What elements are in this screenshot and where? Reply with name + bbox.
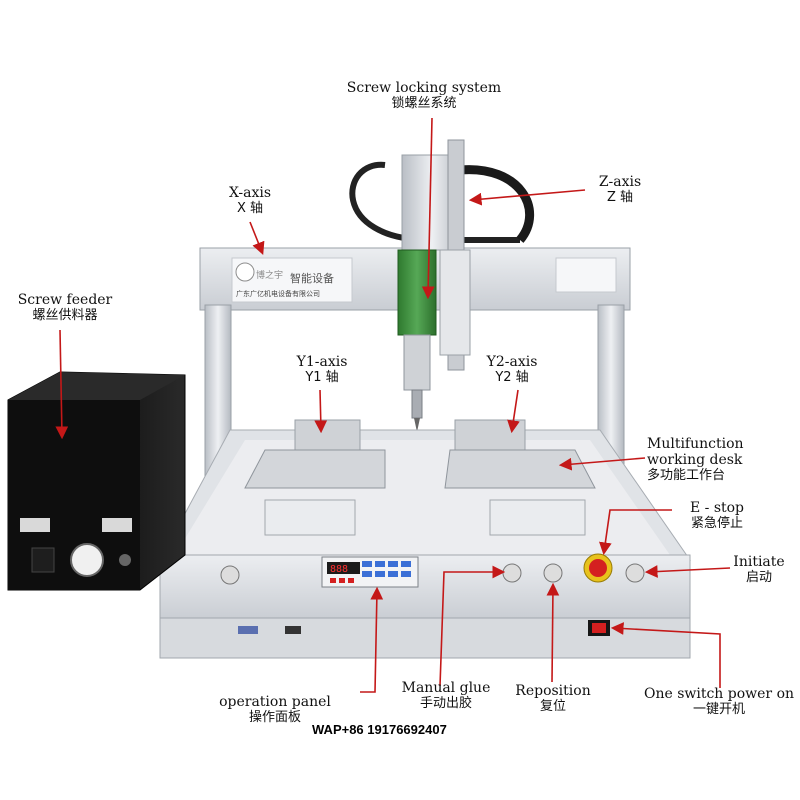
label-one-switch-zh: 一键开机 — [692, 702, 745, 717]
brand-name: 智能设备 — [290, 271, 334, 285]
label-e-stop-en: E - stop — [689, 500, 745, 516]
label-z-axis: Z-axis Z 轴 — [590, 174, 650, 206]
label-multifunction-en2: working desk — [647, 452, 743, 468]
label-z-axis-zh: Z 轴 — [606, 190, 634, 205]
label-y2-axis-en: Y2-axis — [486, 354, 538, 370]
label-screw-locking-zh: 锁螺丝系统 — [391, 96, 457, 111]
label-y1-axis-en: Y1-axis — [296, 354, 348, 370]
label-y2-axis: Y2-axis Y2 轴 — [472, 354, 552, 386]
z-axis-module — [397, 139, 471, 432]
label-y1-axis: Y1-axis Y1 轴 — [282, 354, 362, 386]
label-reposition-zh: 复位 — [539, 699, 566, 714]
label-screw-locking-en: Screw locking system — [346, 80, 502, 96]
label-screw-locking: Screw locking system 锁螺丝系统 — [344, 80, 504, 112]
svg-text:广东广亿机电设备有限公司: 广东广亿机电设备有限公司 — [236, 289, 320, 298]
label-manual-glue: Manual glue 手动出胶 — [398, 680, 494, 712]
brand-logo: 博之宇 智能设备 — [256, 269, 334, 285]
label-x-axis: X-axis X 轴 — [220, 185, 280, 217]
contact-number: WAP+86 19176692407 — [312, 722, 447, 737]
label-y2-axis-zh: Y2 轴 — [495, 370, 529, 385]
label-operation-panel-en: operation panel — [219, 694, 331, 710]
label-z-axis-en: Z-axis — [598, 174, 642, 190]
operation-panel: 888 — [321, 556, 419, 588]
display-readout: 888 — [330, 564, 348, 575]
brand-logo-text: 博之宇 — [256, 269, 283, 281]
label-multifunction-zh: 多功能工作台 — [647, 468, 726, 483]
label-screw-feeder: Screw feeder 螺丝供料器 — [10, 292, 120, 324]
label-manual-glue-en: Manual glue — [401, 680, 491, 696]
label-operation-panel: operation panel 操作面板 — [210, 694, 340, 726]
y2-work-plate — [444, 419, 596, 536]
label-screw-feeder-en: Screw feeder — [17, 292, 113, 308]
label-reposition: Reposition 复位 — [510, 683, 596, 715]
label-operation-panel-zh: 操作面板 — [248, 710, 301, 725]
machine-base — [159, 429, 691, 659]
screw-feeder-box — [7, 371, 186, 591]
label-y1-axis-zh: Y1 轴 — [305, 370, 339, 385]
label-multifunction: Multifunction working desk 多功能工作台 — [647, 436, 757, 484]
label-e-stop: E - stop 紧急停止 — [672, 500, 762, 532]
label-manual-glue-zh: 手动出胶 — [419, 696, 472, 711]
label-x-axis-en: X-axis — [228, 185, 272, 201]
label-initiate-zh: 启动 — [745, 570, 772, 585]
label-initiate: Initiate 启动 — [728, 554, 790, 586]
label-initiate-en: Initiate — [733, 554, 785, 570]
label-e-stop-zh: 紧急停止 — [690, 516, 743, 531]
label-multifunction-en1: Multifunction — [647, 436, 744, 452]
label-one-switch-en: One switch power on — [643, 686, 795, 702]
label-reposition-en: Reposition — [515, 683, 591, 699]
label-screw-feeder-zh: 螺丝供料器 — [32, 308, 98, 323]
callout-arrows — [55, 117, 731, 693]
front-controls — [220, 553, 645, 636]
label-x-axis-zh: X 轴 — [236, 201, 264, 216]
y1-work-plate — [244, 419, 386, 536]
label-one-switch: One switch power on 一键开机 — [640, 686, 798, 718]
